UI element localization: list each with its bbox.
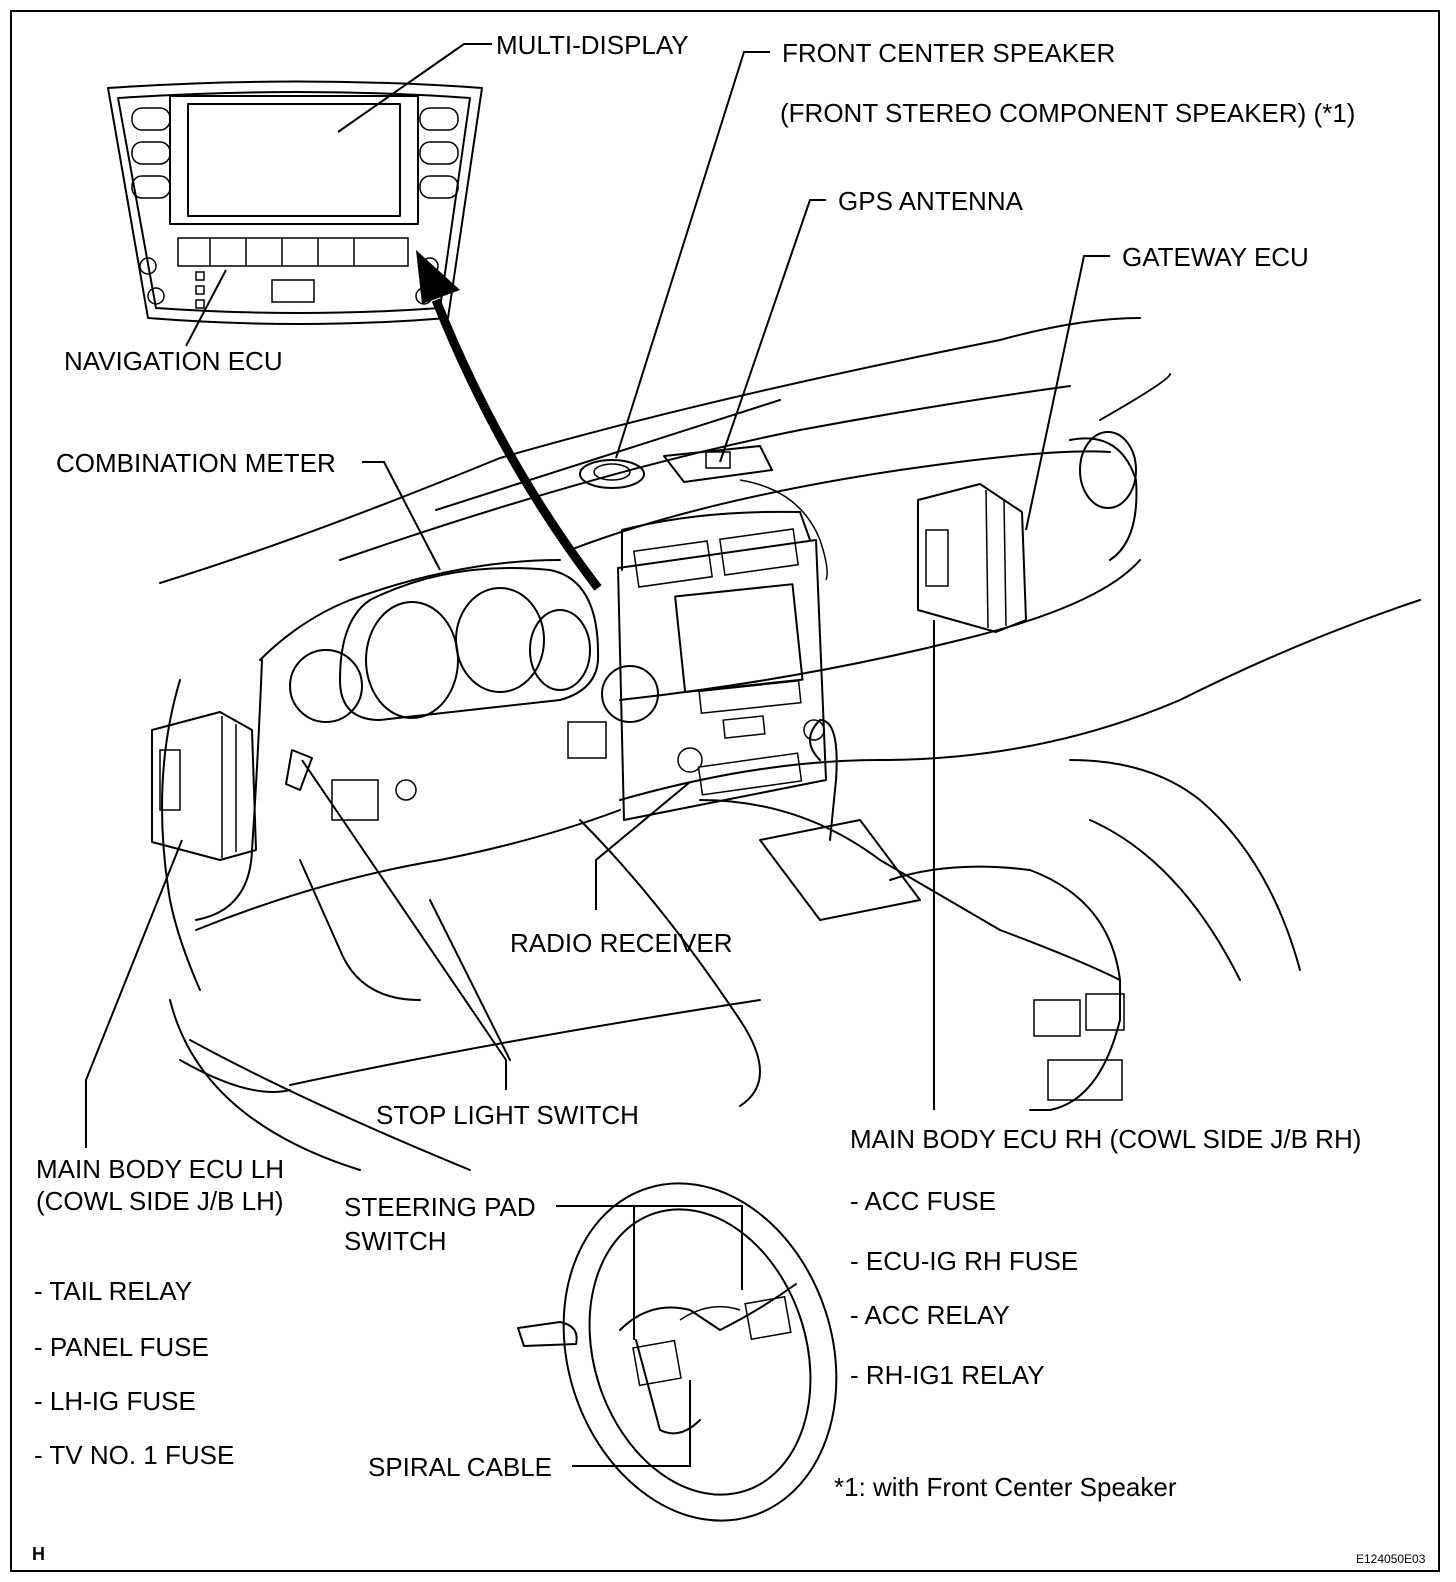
label-navigation-ecu: NAVIGATION ECU: [64, 346, 283, 376]
label-main-body-ecu-lh: MAIN BODY ECU LH: [36, 1154, 285, 1184]
label-multi-display: MULTI-DISPLAY: [496, 30, 689, 60]
lh-item: - TV NO. 1 FUSE: [34, 1440, 235, 1470]
dash-top-parts: [579, 445, 828, 581]
footnote: *1: with Front Center Speaker: [834, 1472, 1177, 1502]
combination-meter: [289, 567, 659, 723]
rh-item: - ECU-IG RH FUSE: [850, 1246, 1079, 1276]
steering-wheel: [517, 1182, 838, 1522]
label-steering-pad: STEERING PAD: [344, 1192, 536, 1222]
lh-item: - LH-IG FUSE: [34, 1386, 196, 1416]
leader-lines: [85, 43, 1110, 1467]
rh-item: - RH-IG1 RELAY: [850, 1360, 1045, 1390]
label-front-stereo-component-speaker: (FRONT STEREO COMPONENT SPEAKER) (*1): [780, 98, 1356, 128]
multi-display-unit: [107, 80, 483, 325]
label-gps-antenna: GPS ANTENNA: [838, 186, 1023, 216]
label-combination-meter: COMBINATION METER: [56, 448, 336, 478]
label-front-center-speaker: FRONT CENTER SPEAKER: [782, 38, 1116, 68]
label-radio-receiver: RADIO RECEIVER: [510, 928, 733, 958]
stop-light-switch-part: [285, 749, 313, 791]
label-steering-pad-switch: SWITCH: [344, 1226, 447, 1256]
dashboard-outline: [159, 317, 1421, 1171]
figure-code: E124050E03: [1356, 1552, 1426, 1566]
rh-item: - ACC RELAY: [850, 1300, 1010, 1330]
lh-item: - PANEL FUSE: [34, 1332, 209, 1362]
label-cowl-side-jb-lh: (COWL SIDE J/B LH): [36, 1186, 284, 1216]
center-stack: [617, 510, 827, 821]
label-main-body-ecu-rh: MAIN BODY ECU RH (COWL SIDE J/B RH): [850, 1124, 1362, 1154]
rh-item: - ACC FUSE: [850, 1186, 996, 1216]
corner-marker: H: [32, 1544, 45, 1564]
switch-panel: [331, 721, 607, 821]
main-body-ecu-lh: [151, 711, 257, 861]
center-console: [699, 719, 1125, 1111]
pointer-arrow: [416, 250, 602, 591]
label-stop-light-switch: STOP LIGHT SWITCH: [376, 1100, 639, 1130]
gateway-ecu-block: [917, 483, 1027, 633]
lh-item: - TAIL RELAY: [34, 1276, 192, 1306]
label-spiral-cable: SPIRAL CABLE: [368, 1452, 553, 1482]
label-gateway-ecu: GATEWAY ECU: [1122, 242, 1309, 272]
